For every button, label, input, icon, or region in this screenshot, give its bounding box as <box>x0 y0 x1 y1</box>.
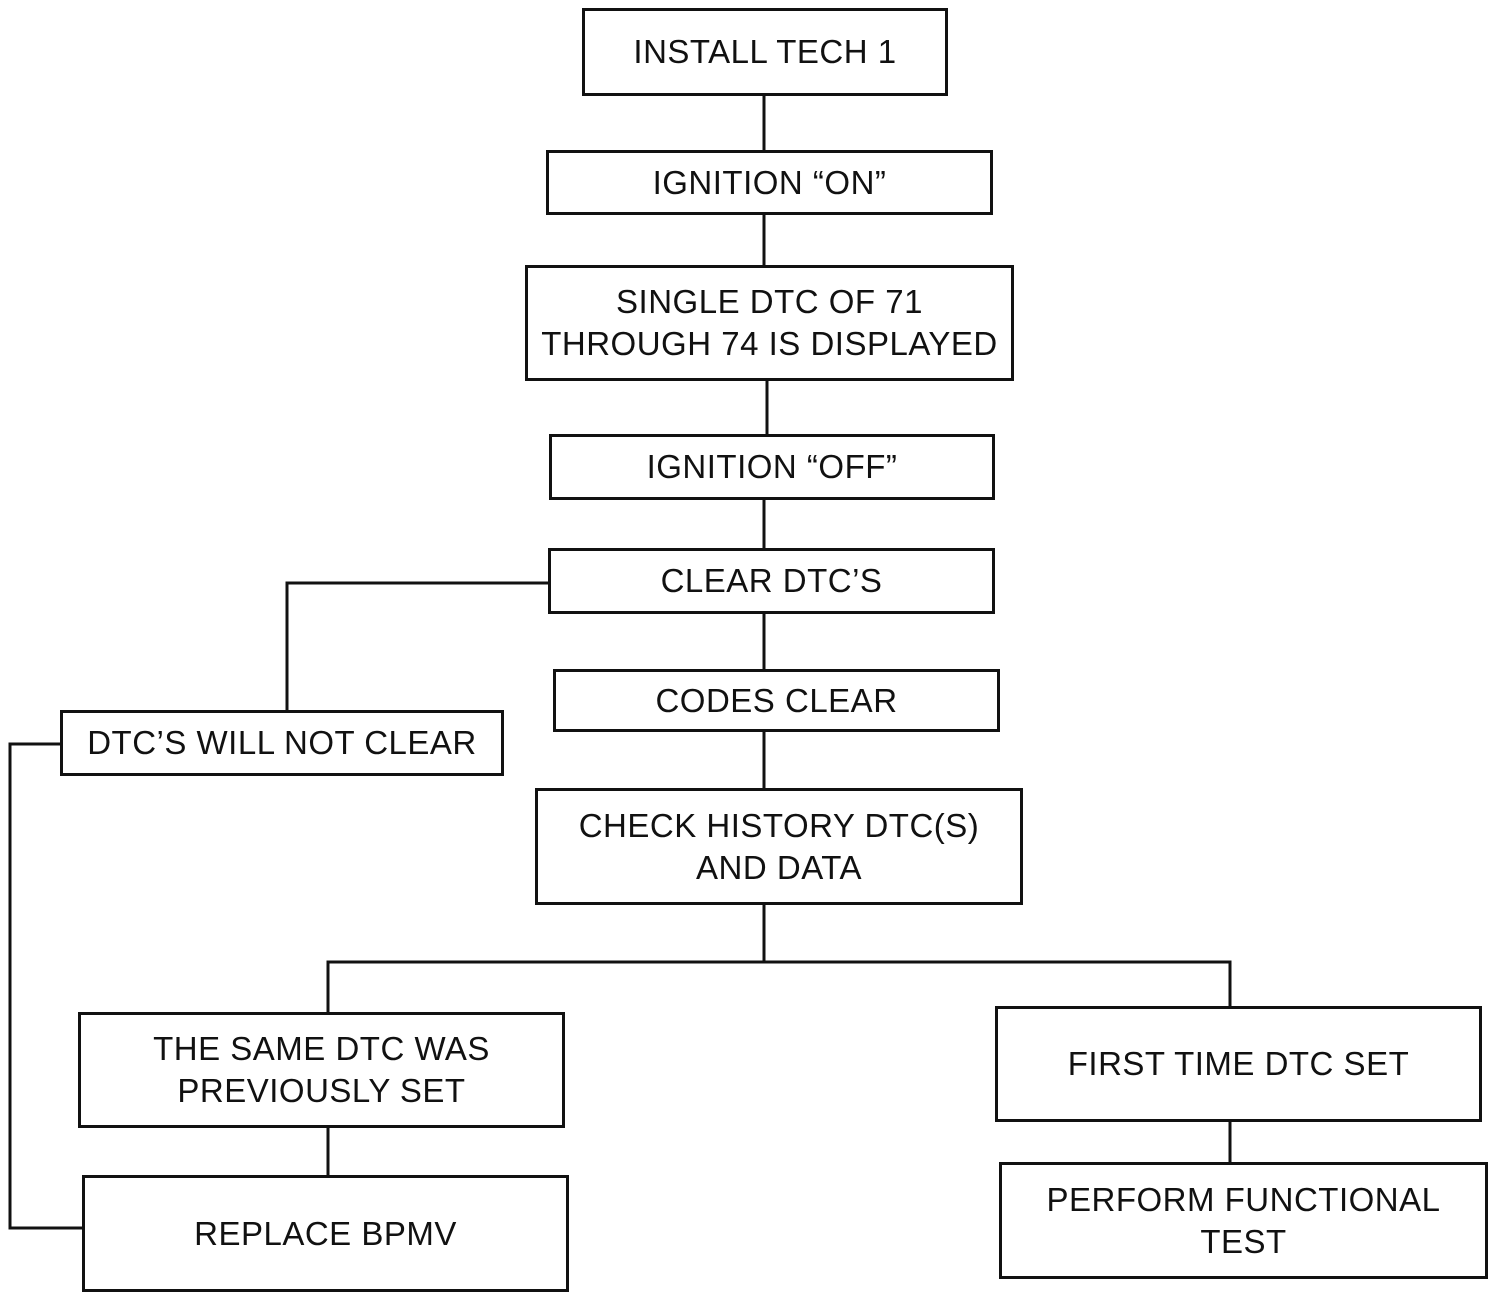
connector-history-split <box>326 960 1232 1012</box>
step-codes-clear-label: CODES CLEAR <box>655 681 898 719</box>
step-ignition-on: IGNITION “ON” <box>546 150 993 215</box>
step-ignition-on-label: IGNITION “ON” <box>652 163 887 201</box>
step-single-dtc-displayed: SINGLE DTC OF 71 THROUGH 74 IS DISPLAYED <box>525 265 1014 381</box>
step-single-dtc-displayed-label: SINGLE DTC OF 71 THROUGH 74 IS DISPLAYED <box>541 283 998 362</box>
step-same-dtc-previously-set: THE SAME DTC WAS PREVIOUSLY SET <box>78 1012 565 1128</box>
connector-will-not-clear-to-replace <box>8 742 82 1230</box>
step-perform-functional-test: PERFORM FUNCTIONAL TEST <box>999 1162 1488 1279</box>
step-perform-functional-test-label: PERFORM FUNCTIONAL TEST <box>1046 1180 1441 1260</box>
step-clear-dtcs-label: CLEAR DTC’S <box>660 562 883 599</box>
step-same-dtc-previously-set-label: THE SAME DTC WAS PREVIOUSLY SET <box>153 1030 490 1109</box>
step-replace-bpmv-label: REPLACE BPMV <box>194 1214 457 1252</box>
step-first-time-dtc-set-label: FIRST TIME DTC SET <box>1067 1045 1410 1082</box>
step-replace-bpmv: REPLACE BPMV <box>82 1175 569 1292</box>
connector-clear-dtcs-to-will-not-clear <box>285 581 548 710</box>
step-install-tech-label: INSTALL TECH 1 <box>633 33 897 70</box>
step-ignition-off-label: IGNITION “OFF” <box>646 448 898 485</box>
step-dtcs-will-not-clear-label: DTC’S WILL NOT CLEAR <box>87 724 477 761</box>
step-install-tech: INSTALL TECH 1 <box>582 8 948 96</box>
step-check-history: CHECK HISTORY DTC(S) AND DATA <box>535 788 1023 905</box>
step-first-time-dtc-set: FIRST TIME DTC SET <box>995 1006 1482 1122</box>
step-ignition-off: IGNITION “OFF” <box>549 434 995 500</box>
step-dtcs-will-not-clear: DTC’S WILL NOT CLEAR <box>60 710 504 776</box>
step-codes-clear: CODES CLEAR <box>553 669 1000 732</box>
step-check-history-label: CHECK HISTORY DTC(S) AND DATA <box>578 806 980 886</box>
step-clear-dtcs: CLEAR DTC’S <box>548 548 995 614</box>
